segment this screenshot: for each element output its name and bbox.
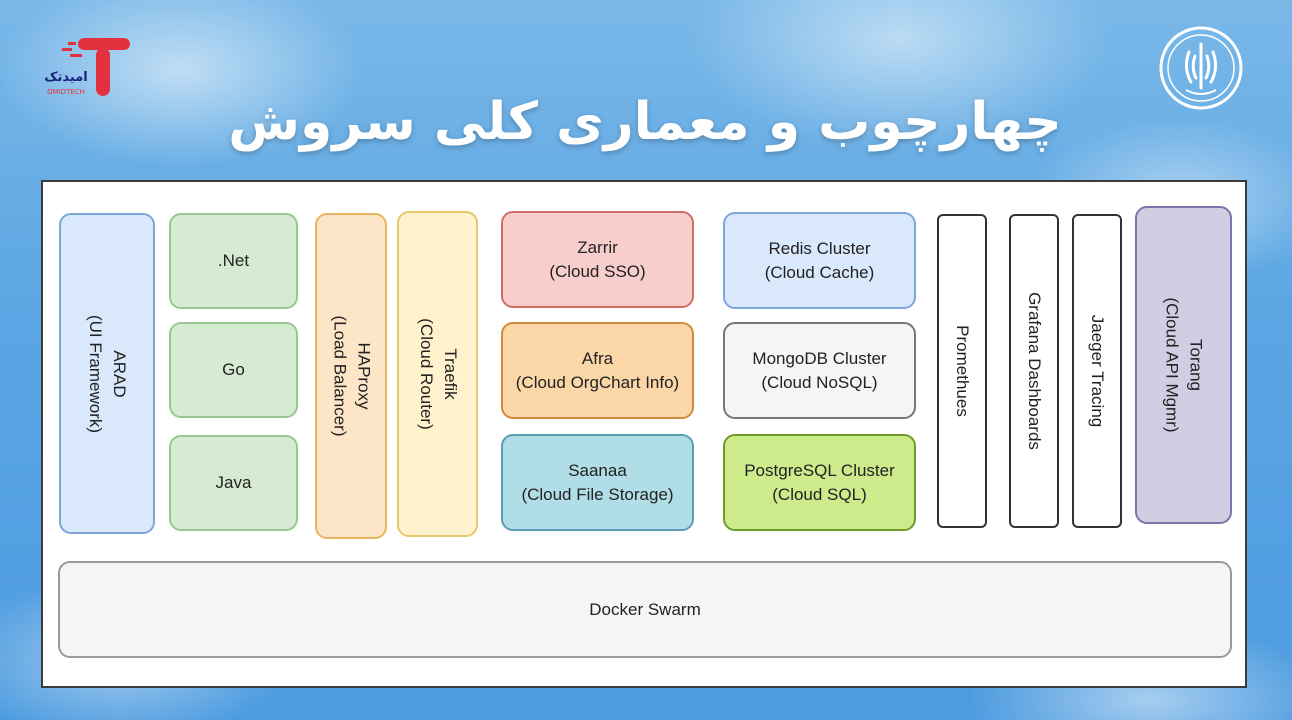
traefik-label: Traefik (Cloud Router) <box>414 318 462 430</box>
arad-box: ARAD (UI Framework) <box>59 213 155 534</box>
postgresql-label: PostgreSQL Cluster (Cloud SQL) <box>744 459 895 507</box>
arad-label: ARAD (UI Framework) <box>83 314 131 432</box>
afra-desc: (Cloud OrgChart Info) <box>515 372 680 392</box>
torang-label: Torang (Cloud API Mgmr) <box>1160 297 1208 432</box>
lang-go-box: Go <box>169 322 298 418</box>
mongodb-box: MongoDB Cluster (Cloud NoSQL) <box>723 322 916 419</box>
postgresql-name: PostgreSQL Cluster <box>744 460 895 480</box>
omidtech-logo: امیدتک OMIDTECH <box>40 34 136 104</box>
torang-name: Torang <box>1186 339 1206 391</box>
afra-name: Afra <box>581 348 614 368</box>
lang-net-box: .Net <box>169 213 298 309</box>
zarrir-name: Zarrir <box>577 237 618 257</box>
torang-desc: (Cloud API Mgmr) <box>1162 297 1182 433</box>
grafana-box: Grafana Dashboards <box>1009 214 1059 528</box>
haproxy-label: HAProxy (Load Balancer) <box>327 316 375 437</box>
mongodb-desc: (Cloud NoSQL) <box>761 372 878 392</box>
mongodb-name: MongoDB Cluster <box>752 348 887 368</box>
redis-label: Redis Cluster (Cloud Cache) <box>765 237 875 285</box>
prometheus-label: Promethues <box>953 325 973 417</box>
zarrir-box: Zarrir (Cloud SSO) <box>501 211 694 308</box>
saanaa-box: Saanaa (Cloud File Storage) <box>501 434 694 531</box>
grafana-label: Grafana Dashboards <box>1025 292 1045 450</box>
afra-label: Afra (Cloud OrgChart Info) <box>516 347 679 395</box>
haproxy-desc: (Load Balancer) <box>330 315 349 437</box>
traefik-name: Traefik <box>440 348 460 400</box>
lang-net-label: .Net <box>217 251 250 270</box>
saanaa-name: Saanaa <box>568 460 627 480</box>
arad-name: ARAD <box>110 349 129 398</box>
redis-box: Redis Cluster (Cloud Cache) <box>723 212 916 309</box>
logo-subtext: OMIDTECH <box>47 88 85 96</box>
jaeger-box: Jaeger Tracing <box>1072 214 1122 528</box>
haproxy-name: HAProxy <box>354 342 373 410</box>
traefik-desc: (Cloud Router) <box>416 318 436 430</box>
zarrir-label: Zarrir (Cloud SSO) <box>549 236 645 284</box>
saanaa-desc: (Cloud File Storage) <box>521 484 674 504</box>
haproxy-box: HAProxy (Load Balancer) <box>315 213 387 539</box>
lang-java-box: Java <box>169 435 298 531</box>
jaeger-label: Jaeger Tracing <box>1088 314 1108 428</box>
arad-desc: (UI Framework) <box>86 314 105 433</box>
torang-box: Torang (Cloud API Mgmr) <box>1135 206 1232 524</box>
docker-swarm-box: Docker Swarm <box>58 561 1232 658</box>
lang-go-label: Go <box>222 360 245 379</box>
postgresql-box: PostgreSQL Cluster (Cloud SQL) <box>723 434 916 531</box>
redis-desc: (Cloud Cache) <box>764 262 875 282</box>
architecture-diagram: ARAD (UI Framework) .Net Go Java HAProxy… <box>41 180 1247 688</box>
lang-java-label: Java <box>215 473 252 492</box>
bank-emblem-logo <box>1158 22 1244 114</box>
logo-text: امیدتک <box>44 70 88 85</box>
traefik-box: Traefik (Cloud Router) <box>397 211 478 537</box>
page-title: چهارچوب و معماری کلی سروش <box>228 92 1062 152</box>
mongodb-label: MongoDB Cluster (Cloud NoSQL) <box>752 347 886 395</box>
afra-box: Afra (Cloud OrgChart Info) <box>501 322 694 419</box>
zarrir-desc: (Cloud SSO) <box>549 261 646 281</box>
docker-swarm-label: Docker Swarm <box>589 599 701 619</box>
redis-name: Redis Cluster <box>768 238 871 258</box>
prometheus-box: Promethues <box>937 214 987 528</box>
postgresql-desc: (Cloud SQL) <box>772 484 867 504</box>
saanaa-label: Saanaa (Cloud File Storage) <box>521 459 673 507</box>
